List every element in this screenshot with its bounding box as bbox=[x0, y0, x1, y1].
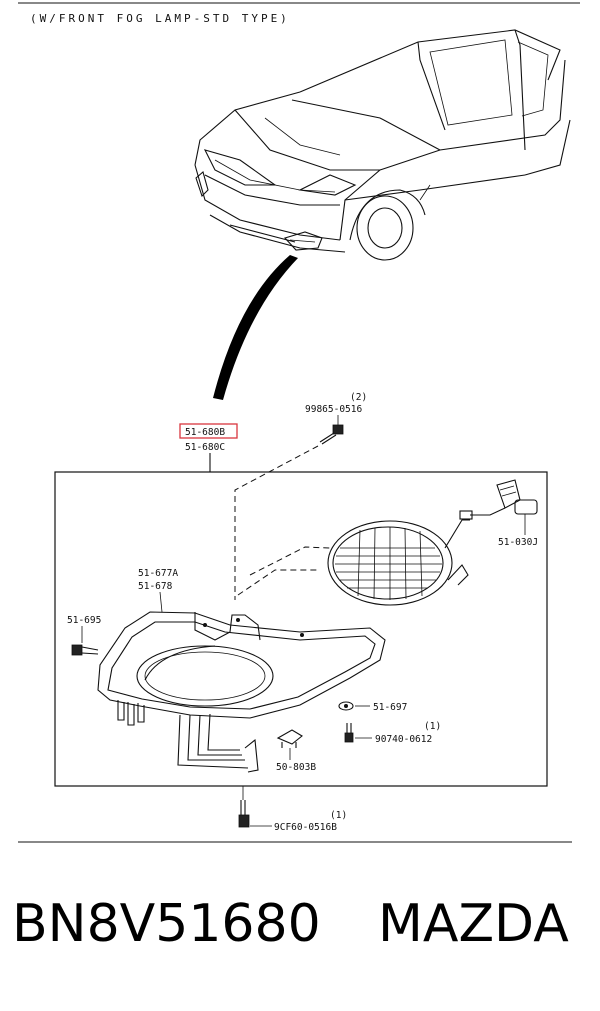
guide-lens-2 bbox=[249, 546, 331, 576]
bulb-icon bbox=[459, 479, 538, 520]
nut-icon bbox=[338, 701, 354, 711]
bolt-right-icon bbox=[344, 723, 354, 743]
label-51-680b: 51-680B bbox=[185, 427, 225, 438]
label-90740-0612: 90740-0612 bbox=[375, 734, 432, 745]
guide-screw bbox=[234, 445, 319, 600]
part-number: BN8V51680 bbox=[12, 894, 321, 954]
car-illustration bbox=[194, 29, 571, 261]
label-99865-0516: 99865-0516 bbox=[305, 404, 362, 415]
bolt-left-icon bbox=[71, 644, 99, 656]
label-9cf60-0516b: 9CF60-0516B bbox=[274, 822, 337, 833]
screw-icon bbox=[319, 424, 344, 445]
leader-arrow bbox=[213, 255, 298, 400]
fog-lamp-lens bbox=[327, 519, 470, 606]
qty-90740: (1) bbox=[424, 721, 441, 732]
label-50-803b: 50-803B bbox=[276, 762, 316, 773]
label-51-697: 51-697 bbox=[373, 702, 407, 713]
label-51-680c: 51-680C bbox=[185, 442, 225, 453]
clip-icon bbox=[276, 729, 303, 748]
bracket-leader bbox=[159, 591, 163, 613]
assembly-box bbox=[54, 471, 548, 787]
qty-9cf60: (1) bbox=[330, 810, 347, 821]
guide-lens bbox=[237, 569, 320, 596]
qty-99865: (2) bbox=[350, 392, 367, 403]
bottom-bolt-icon bbox=[238, 800, 250, 828]
brand-name: MAZDA bbox=[378, 894, 569, 954]
fog-lamp-bezel bbox=[97, 611, 386, 773]
label-51-695: 51-695 bbox=[67, 615, 101, 626]
diagram-header: (W/FRONT FOG LAMP-STD TYPE) bbox=[30, 12, 290, 25]
label-51-678: 51-678 bbox=[138, 581, 173, 592]
label-51-677a: 51-677A bbox=[138, 568, 178, 579]
highlight-box bbox=[179, 423, 238, 439]
label-51-030j: 51-030J bbox=[498, 537, 538, 548]
